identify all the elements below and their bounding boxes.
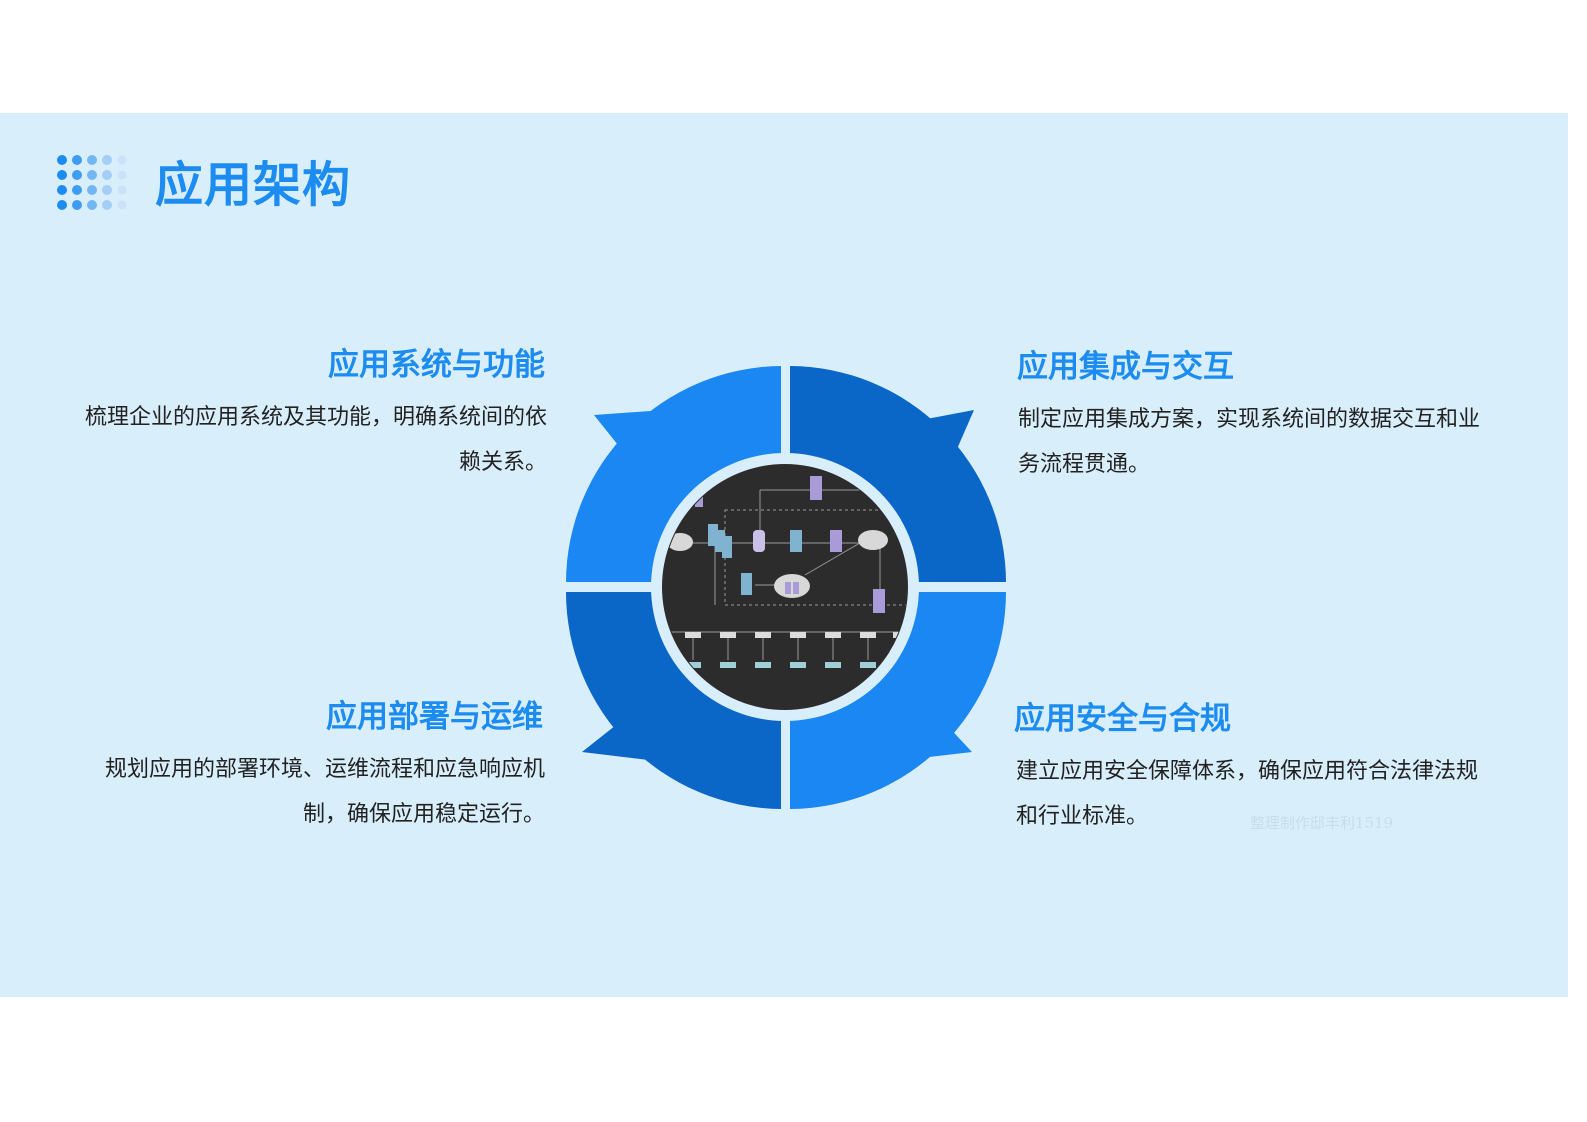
arrow-tip-bottom-right bbox=[903, 705, 972, 760]
section-heading-integration: 应用集成与交互 bbox=[1017, 349, 1234, 385]
section-body-integration: 制定应用集成方案，实现系统间的数据交互和业务流程贯通。 bbox=[1018, 407, 1481, 477]
section-body-systems: 梳理企业的应用系统及其功能，明确系统间的依赖关系。 bbox=[84, 405, 547, 475]
section-heading-systems: 应用系统与功能 bbox=[328, 347, 545, 383]
dot-grid-icon bbox=[57, 155, 127, 210]
section-heading-security: 应用安全与合规 bbox=[1014, 701, 1231, 737]
page-title: 应用架构 bbox=[155, 157, 352, 213]
watermark-text: 整理制作邸丰利1519 bbox=[1250, 814, 1394, 832]
arrow-tip-top-left bbox=[594, 410, 664, 470]
section-heading-deployment: 应用部署与运维 bbox=[326, 699, 543, 735]
arrow-tip-top-right bbox=[900, 410, 974, 465]
section-body-deployment: 规划应用的部署环境、运维流程和应急响应机制，确保应用稳定运行。 bbox=[104, 757, 545, 827]
arrow-tip-bottom-left bbox=[582, 706, 665, 762]
section-body-security: 建立应用安全保障体系，确保应用符合法律法规和行业标准。 bbox=[1016, 759, 1479, 829]
cycle-diagram bbox=[566, 366, 1006, 809]
